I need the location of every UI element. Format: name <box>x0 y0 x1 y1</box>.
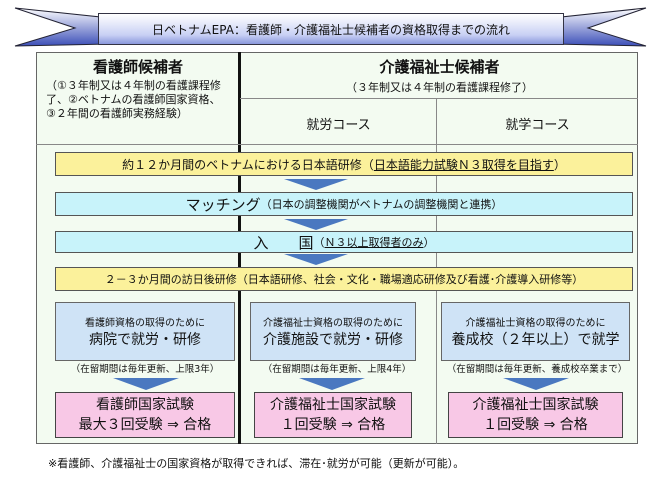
box-small-text: 介護福祉士資格の取得のために <box>465 318 606 329</box>
nurse-heading: 看護師候補者 <box>92 58 183 76</box>
care-requirements: （３年制又は４年制の看護課程修了） <box>346 81 533 94</box>
box-big-text: 介護施設で就労・研修 <box>263 332 403 348</box>
box-big-text: 養成校（２年以上）で就学 <box>451 332 620 348</box>
arrow-down-icon <box>284 179 348 190</box>
header-divider <box>240 98 638 99</box>
band3-paren-close: ） <box>423 236 435 249</box>
course-work: 就労コース <box>306 118 371 133</box>
exam-result: １回受験 ⇒ 合格 <box>483 417 588 433</box>
arrow-down-icon <box>284 254 348 265</box>
exam-name: 介護福祉士国家試験 <box>472 397 599 413</box>
nurse-work-box: 看護師資格の取得のために 病院で就労・研修 <box>55 302 235 361</box>
band-language-training: 約１２か月間のベトナムにおける日本語研修（日本語能力試験Ｎ３取得を目指す） <box>55 152 633 176</box>
band3-main: 入 国 <box>253 233 314 252</box>
band2-sub: （日本の調整機関がベトナムの調整機関と連携） <box>260 198 503 211</box>
exam-name: 看護師国家試験 <box>96 397 194 413</box>
band-entry: 入 国（Ｎ３以上取得者のみ） <box>55 231 633 253</box>
band1-main: 約１２か月間のベトナムにおける日本語研修 <box>122 157 362 172</box>
arrow-down-icon <box>503 378 569 390</box>
exam-result: 最大３回受験 ⇒ 合格 <box>78 417 212 433</box>
diagram-title: 日ベトナムEPA：看護師・介護福祉士候補者の資格取得までの流れ <box>98 13 564 45</box>
box-small-text: 看護師資格の取得のために <box>85 318 205 329</box>
band1-underlined: 日本語能力試験Ｎ３取得を目指す <box>373 157 554 172</box>
band2-main: マッチング <box>185 195 261 214</box>
care-study-exam-box: 介護福祉士国家試験 １回受験 ⇒ 合格 <box>448 392 623 438</box>
band-post-arrival-training: ２－３か月間の訪日後研修（日本語研修、社会・文化・職場適応研修及び看護･介護導入… <box>55 267 633 291</box>
course-study: 就学コース <box>505 118 570 133</box>
stay-note: （在留期間は毎年更新、上限3年） <box>70 364 220 375</box>
nurse-header: 看護師候補者 （①３年制又は４年制の看護課程修了、②ベトナムの看護師国家資格、③… <box>40 56 236 123</box>
care-work-exam-box: 介護福祉士国家試験 １回受験 ⇒ 合格 <box>254 392 412 438</box>
header-bottom-line <box>36 144 638 145</box>
arrow-down-icon <box>299 378 365 390</box>
care-heading: 介護福祉士候補者 <box>379 58 500 76</box>
exam-result: １回受験 ⇒ 合格 <box>280 417 386 433</box>
box-big-text: 病院で就労・研修 <box>89 332 201 348</box>
care-header: 介護福祉士候補者 （３年制又は４年制の看護課程修了） <box>241 56 638 95</box>
box-small-text: 介護福祉士資格の取得のために <box>263 318 403 329</box>
arrow-down-icon <box>284 219 348 230</box>
band1-paren-close: ） <box>553 157 566 172</box>
stay-note: （在留期間は毎年更新、養成校卒業まで） <box>446 364 628 375</box>
footnote: ※看護師、介護福祉士の国家資格が取得できれば、滞在･就労が可能（更新が可能）。 <box>48 457 465 470</box>
nurse-requirements: （①３年制又は４年制の看護課程修了、②ベトナムの看護師国家資格、③２年間の看護師… <box>46 79 221 120</box>
band1-paren: （ <box>361 157 374 172</box>
care-work-box: 介護福祉士資格の取得のために 介護施設で就労・研修 <box>250 302 416 361</box>
title-banner-ribbon <box>14 7 647 47</box>
exam-name: 介護福祉士国家試験 <box>270 397 396 413</box>
band3-underlined: Ｎ３以上取得者のみ <box>324 236 424 249</box>
care-study-box: 介護福祉士資格の取得のために 養成校（２年以上）で就学 <box>441 302 630 361</box>
nurse-exam-box: 看護師国家試験 最大３回受験 ⇒ 合格 <box>55 392 235 438</box>
band-matching: マッチング（日本の調整機関がベトナムの調整機関と連携） <box>55 192 633 216</box>
stay-note: （在留期間は毎年更新、上限4年） <box>262 364 412 375</box>
arrow-down-icon <box>113 378 179 390</box>
band3-paren: （ <box>313 236 325 249</box>
